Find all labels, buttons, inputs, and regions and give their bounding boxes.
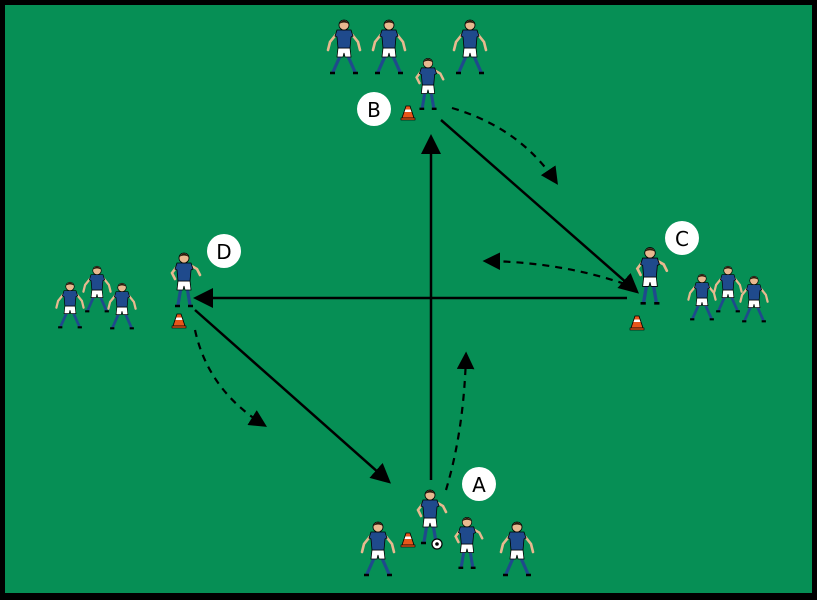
station-label-c: C — [665, 221, 699, 255]
player-icon — [635, 247, 669, 305]
run-line-a — [444, 351, 475, 491]
run-line-b — [451, 106, 558, 185]
player-icon — [713, 265, 743, 313]
player-icon — [107, 282, 137, 330]
player-icon — [371, 19, 407, 75]
station-label-a: A — [462, 467, 496, 501]
player-icon — [452, 19, 488, 75]
pass-line-b-to-c — [440, 119, 640, 294]
run-line-c — [482, 252, 626, 286]
players — [55, 19, 769, 577]
station-letter-a: A — [472, 473, 486, 497]
cone-icon — [400, 532, 416, 548]
cones — [171, 105, 645, 548]
player-icon — [415, 58, 445, 110]
run-line-d — [193, 329, 267, 427]
player-icon — [170, 252, 202, 308]
player-icon — [499, 521, 535, 577]
ball-icon — [431, 538, 443, 550]
player-icon — [55, 281, 85, 329]
station-label-b: B — [357, 92, 391, 126]
station-label-d: D — [207, 234, 241, 268]
player-icon — [687, 273, 717, 321]
run-lines — [193, 106, 626, 491]
player-icon — [82, 265, 112, 313]
player-icon — [739, 275, 769, 323]
station-letter-b: B — [367, 98, 381, 122]
pass-lines — [193, 119, 640, 484]
cone-icon — [171, 313, 187, 329]
station-letter-d: D — [216, 240, 231, 264]
cone-icon — [400, 105, 416, 121]
player-icon — [360, 521, 396, 577]
player-icon — [326, 19, 362, 75]
station-letter-c: C — [675, 227, 689, 251]
cone-icon — [629, 315, 645, 331]
station-labels: A B C D — [207, 92, 699, 501]
player-icon — [454, 517, 484, 569]
pass-line-d-to-a — [194, 309, 391, 484]
